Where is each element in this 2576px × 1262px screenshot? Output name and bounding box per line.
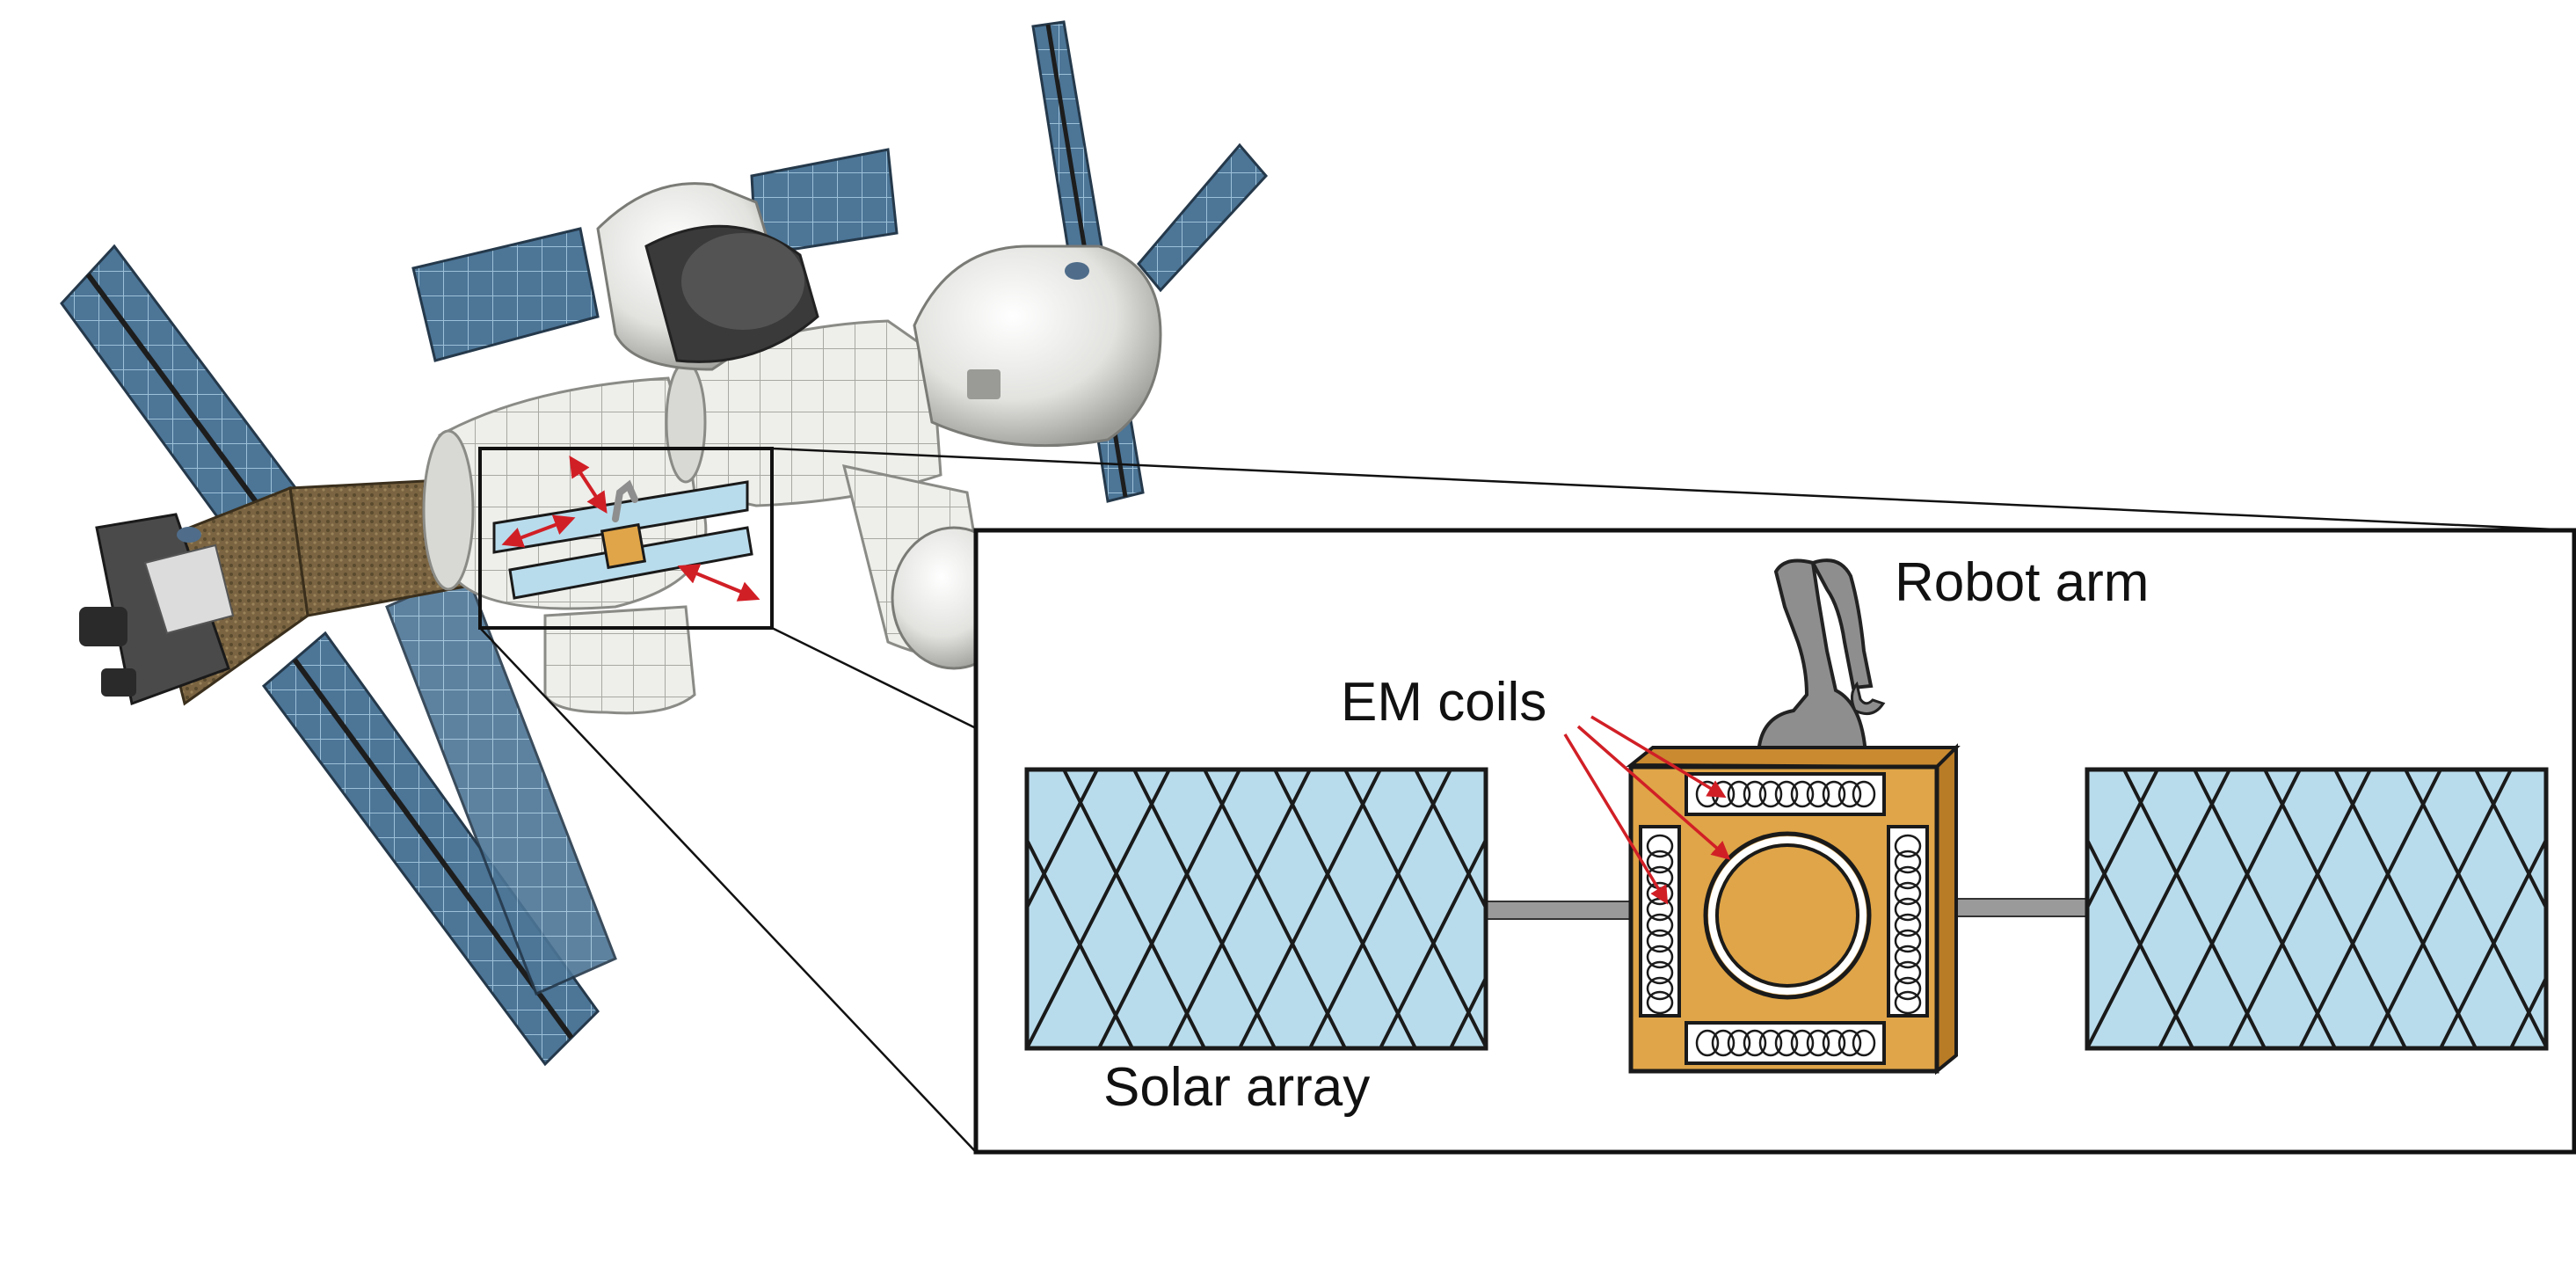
em-coil-top xyxy=(1685,772,1886,816)
satellite-bus xyxy=(1626,743,1961,1076)
em-coils-label: EM coils xyxy=(1341,672,1547,733)
boom-left xyxy=(1485,901,1638,920)
zoom-source-box xyxy=(478,447,774,630)
solar-array-label: Solar array xyxy=(1103,1057,1371,1118)
em-coil-center xyxy=(1703,831,1872,1000)
solar-array-left xyxy=(1024,767,1488,1051)
em-coil-bottom xyxy=(1685,1021,1886,1065)
zoom-inset xyxy=(973,528,2576,1155)
station-solar-wing-left xyxy=(60,244,617,1067)
motion-arrows xyxy=(501,455,760,602)
robot-arm-icon xyxy=(1756,558,1886,756)
em-coil-right xyxy=(1887,825,1929,1018)
em-coil-left xyxy=(1639,825,1681,1018)
station-module-lower xyxy=(543,605,696,715)
solar-array-right xyxy=(2085,767,2549,1051)
robot-arm-label: Robot arm xyxy=(1895,552,2150,613)
station-capsule-right xyxy=(913,20,1269,503)
zoom-connector-lines xyxy=(479,447,2575,1153)
em-coils-pointers xyxy=(1563,715,1731,905)
station-capsule-left xyxy=(79,478,477,706)
station-capsule-top xyxy=(411,148,899,371)
boom-right xyxy=(1946,898,2088,917)
space-station-illustration xyxy=(60,20,1269,1067)
